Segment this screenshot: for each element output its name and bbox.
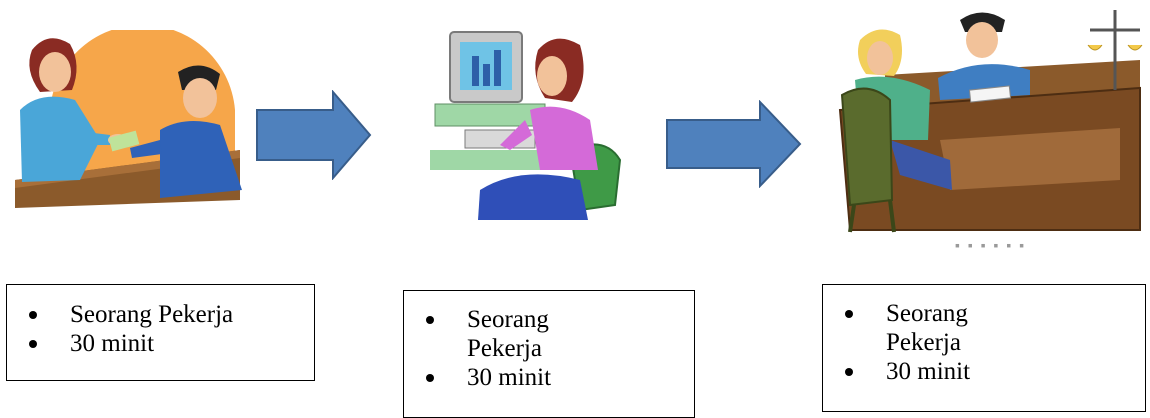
- stage-2-box: Seorang Pekerja 30 minit: [403, 290, 695, 418]
- list-item: 30 minit: [404, 363, 604, 392]
- bullet-icon: [29, 311, 37, 319]
- stage-1-illustration: [15, 30, 242, 208]
- stage-2-list: Seorang Pekerja 30 minit: [404, 305, 604, 392]
- bullet-icon: [426, 374, 434, 382]
- flow-arrow-2: [666, 100, 802, 188]
- bullet-icon: [845, 310, 853, 318]
- list-item: 30 minit: [7, 329, 314, 358]
- list-item-text: 30 minit: [886, 358, 971, 385]
- bullet-icon: [845, 368, 853, 376]
- list-item-text: 30 minit: [70, 330, 155, 357]
- list-item-text: Seorang Pekerja: [70, 301, 234, 328]
- stage-3-list: Seorang Pekerja 30 minit: [823, 299, 1028, 386]
- flow-arrow-1: [256, 90, 372, 180]
- stage-1-box: Seorang Pekerja 30 minit: [6, 284, 315, 381]
- list-item-text: Seorang Pekerja: [886, 300, 968, 356]
- list-item-text: 30 minit: [467, 364, 552, 391]
- stage-3-illustration: [838, 10, 1143, 233]
- list-item-text: Seorang Pekerja: [467, 306, 549, 362]
- list-item: Seorang Pekerja: [7, 300, 314, 329]
- faint-caption-residue: ▪ ▪ ▪ ▪ ▪ ▪: [955, 237, 1027, 253]
- bullet-icon: [29, 340, 37, 348]
- bullet-icon: [426, 316, 434, 324]
- stage-3-box: Seorang Pekerja 30 minit: [822, 284, 1146, 412]
- stage-2-illustration: [430, 31, 622, 220]
- list-item: Seorang Pekerja: [823, 299, 1028, 357]
- stage-1-list: Seorang Pekerja 30 minit: [7, 300, 314, 358]
- list-item: 30 minit: [823, 357, 1028, 386]
- list-item: Seorang Pekerja: [404, 305, 604, 363]
